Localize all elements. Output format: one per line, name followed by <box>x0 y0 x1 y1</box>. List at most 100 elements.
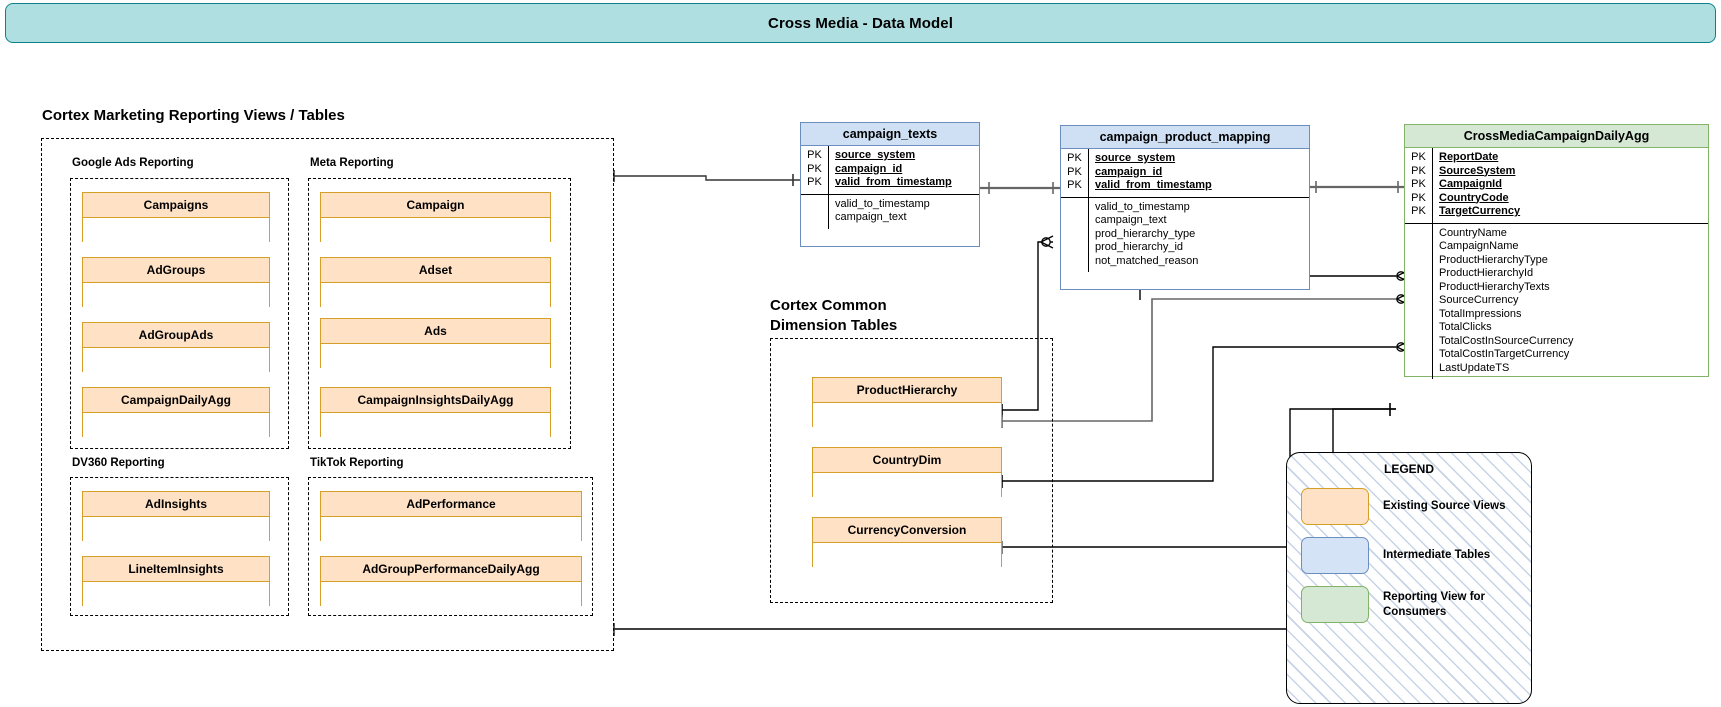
er-key-label: PK <box>807 149 822 161</box>
table-card-title: ProductHierarchy <box>813 378 1001 403</box>
er-table-campaign-product-mapping[interactable]: campaign_product_mapping PK PK PK source… <box>1060 125 1310 290</box>
table-card-title: Campaign <box>321 193 550 218</box>
table-card-title: Campaigns <box>83 193 269 218</box>
er-field: campaign_text <box>835 211 907 223</box>
table-card-campaigndailyagg[interactable]: CampaignDailyAgg <box>82 387 270 437</box>
table-card-lineiteminsights[interactable]: LineItemInsights <box>82 556 270 606</box>
er-key-label: PK <box>1411 164 1426 177</box>
table-card-title: CampaignInsightsDailyAgg <box>321 388 550 413</box>
er-field: TotalCostInSourceCurrency <box>1439 334 1574 347</box>
page-title: Cross Media - Data Model <box>768 14 953 32</box>
table-card-title: AdGroupAds <box>83 323 269 348</box>
er-field: TotalClicks <box>1439 321 1492 333</box>
reporting-outer-box <box>41 138 614 651</box>
er-field: TotalCostInTargetCurrency <box>1439 348 1570 360</box>
diagram-title-bar: Cross Media - Data Model <box>5 3 1716 43</box>
table-card-body <box>83 517 269 541</box>
er-field: not_matched_reason <box>1095 254 1199 267</box>
table-card-body <box>321 517 581 541</box>
table-card-ads[interactable]: Ads <box>320 318 551 368</box>
er-field: valid_from_timestamp <box>1095 179 1212 191</box>
table-card-adgroups[interactable]: AdGroups <box>82 257 270 307</box>
er-key-label: PK <box>807 176 822 188</box>
er-field: prod_hierarchy_id <box>1095 241 1184 253</box>
er-attr-section: valid_to_timestamp campaign_text <box>801 194 979 229</box>
er-attr-section: valid_to_timestamp campaign_text prod_hi… <box>1061 197 1309 272</box>
er-key-column <box>1061 197 1089 272</box>
reporting-section-title: Cortex Marketing Reporting Views / Table… <box>42 107 345 124</box>
er-field: TotalImpressions <box>1439 307 1522 320</box>
er-key-column <box>801 194 829 229</box>
er-field: campaign_id <box>1095 165 1163 178</box>
er-field: LastUpdateTS <box>1439 361 1510 374</box>
legend-label: Intermediate Tables <box>1383 549 1491 562</box>
er-key-column <box>1405 223 1433 379</box>
table-card-campaigninsightsdailyagg[interactable]: CampaignInsightsDailyAgg <box>320 387 551 437</box>
er-key-column: PK PK PK PK PK <box>1405 148 1433 223</box>
er-field: valid_to_timestamp <box>1095 200 1190 213</box>
table-card-body <box>321 344 550 368</box>
table-card-title: CurrencyConversion <box>813 518 1001 543</box>
table-card-countrydim[interactable]: CountryDim <box>812 447 1002 497</box>
table-card-body <box>83 582 269 606</box>
table-card-campaign[interactable]: Campaign <box>320 192 551 242</box>
er-field: ReportDate <box>1439 151 1499 163</box>
table-card-currencyconversion[interactable]: CurrencyConversion <box>812 517 1002 567</box>
table-card-title: CampaignDailyAgg <box>83 388 269 413</box>
table-card-body <box>83 218 269 242</box>
table-card-body <box>83 348 269 372</box>
table-card-adperformance[interactable]: AdPerformance <box>320 491 582 541</box>
er-field: CampaignName <box>1439 240 1519 252</box>
er-table-title: campaign_product_mapping <box>1061 126 1309 149</box>
table-card-adset[interactable]: Adset <box>320 257 551 307</box>
table-card-title: AdInsights <box>83 492 269 517</box>
table-card-campaigns[interactable]: Campaigns <box>82 192 270 242</box>
dimension-section-title: Cortex Common Dimension Tables <box>770 297 898 335</box>
er-pk-section: PK PK PK source_system campaign_id valid… <box>1061 149 1309 198</box>
table-card-body <box>321 218 550 242</box>
legend-row-reporting-view: Reporting View for Consumers <box>1287 586 1531 623</box>
table-card-producthierarchy[interactable]: ProductHierarchy <box>812 377 1002 427</box>
er-table-crossmedia-campaign-daily-agg[interactable]: CrossMediaCampaignDailyAgg PK PK PK PK P… <box>1404 124 1709 379</box>
er-key-label: PK <box>1067 165 1082 178</box>
table-card-adgroupperformancedailyagg[interactable]: AdGroupPerformanceDailyAgg <box>320 556 582 606</box>
er-field: ProductHierarchyType <box>1439 253 1548 266</box>
group-label-tiktok: TikTok Reporting <box>310 457 404 469</box>
er-field: SourceCurrency <box>1439 294 1519 306</box>
table-card-body <box>83 283 269 307</box>
er-field: valid_from_timestamp <box>835 176 952 188</box>
er-table-campaign-texts[interactable]: campaign_texts PK PK PK source_system ca… <box>800 122 980 247</box>
er-table-title: campaign_texts <box>801 123 979 146</box>
er-key-label: PK <box>1411 151 1426 163</box>
er-field: valid_to_timestamp <box>835 197 930 210</box>
er-key-label: PK <box>1067 179 1082 191</box>
er-field: ProductHierarchyTexts <box>1439 280 1550 293</box>
er-key-label: PK <box>1411 191 1426 204</box>
group-box-dv360 <box>70 477 289 616</box>
table-card-body <box>321 283 550 307</box>
table-card-body <box>321 413 550 437</box>
legend-row-existing-source-views: Existing Source Views <box>1287 488 1531 525</box>
er-key-label: PK <box>1411 205 1426 217</box>
table-card-adgroupads[interactable]: AdGroupAds <box>82 322 270 372</box>
er-pk-section: PK PK PK PK PK ReportDate SourceSystem C… <box>1405 148 1708 224</box>
table-card-title: AdPerformance <box>321 492 581 517</box>
legend-title: LEGEND <box>1383 462 1434 476</box>
group-label-dv360: DV360 Reporting <box>72 457 165 469</box>
er-field-column: source_system campaign_id valid_from_tim… <box>829 146 979 194</box>
er-pk-section: PK PK PK source_system campaign_id valid… <box>801 146 979 195</box>
er-field: SourceSystem <box>1439 164 1516 177</box>
table-card-title: CountryDim <box>813 448 1001 473</box>
er-field: source_system <box>1095 152 1176 164</box>
er-field: prod_hierarchy_type <box>1095 227 1196 240</box>
er-key-label: PK <box>1067 152 1082 164</box>
er-field: TargetCurrency <box>1439 205 1521 217</box>
legend-swatch-green <box>1301 586 1369 623</box>
legend-swatch-blue <box>1301 537 1369 574</box>
legend-swatch-orange <box>1301 488 1369 525</box>
er-field: campaign_text <box>1095 214 1167 226</box>
er-attr-section: CountryName CampaignName ProductHierarch… <box>1405 223 1708 379</box>
table-card-adinsights[interactable]: AdInsights <box>82 491 270 541</box>
er-key-column: PK PK PK <box>1061 149 1089 197</box>
